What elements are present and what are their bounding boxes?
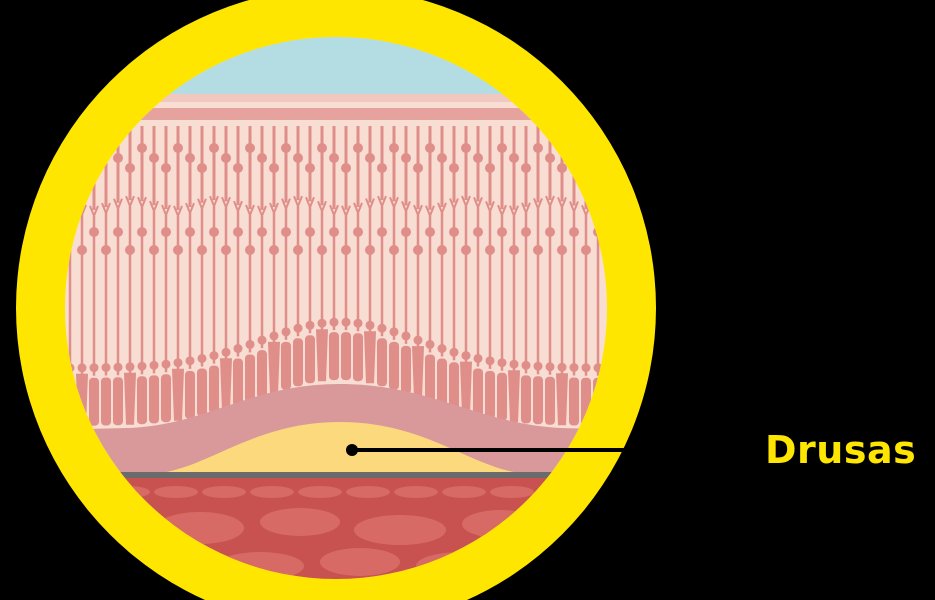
- choroid-vessel: [260, 508, 340, 536]
- choroid-vessel: [442, 486, 486, 498]
- choroid-vessel: [320, 548, 400, 576]
- choroid-vessel: [154, 486, 198, 498]
- pointer-dot: [346, 444, 358, 456]
- choroid-vessel: [354, 515, 446, 545]
- drusen-label: Drusas: [765, 428, 916, 472]
- choroid-vessel: [250, 486, 294, 498]
- choroid-vessel: [394, 486, 438, 498]
- choroid-vessel: [490, 486, 534, 498]
- choroid-vessel: [346, 486, 390, 498]
- choroid-vessel: [298, 486, 342, 498]
- choroid-vessel: [202, 486, 246, 498]
